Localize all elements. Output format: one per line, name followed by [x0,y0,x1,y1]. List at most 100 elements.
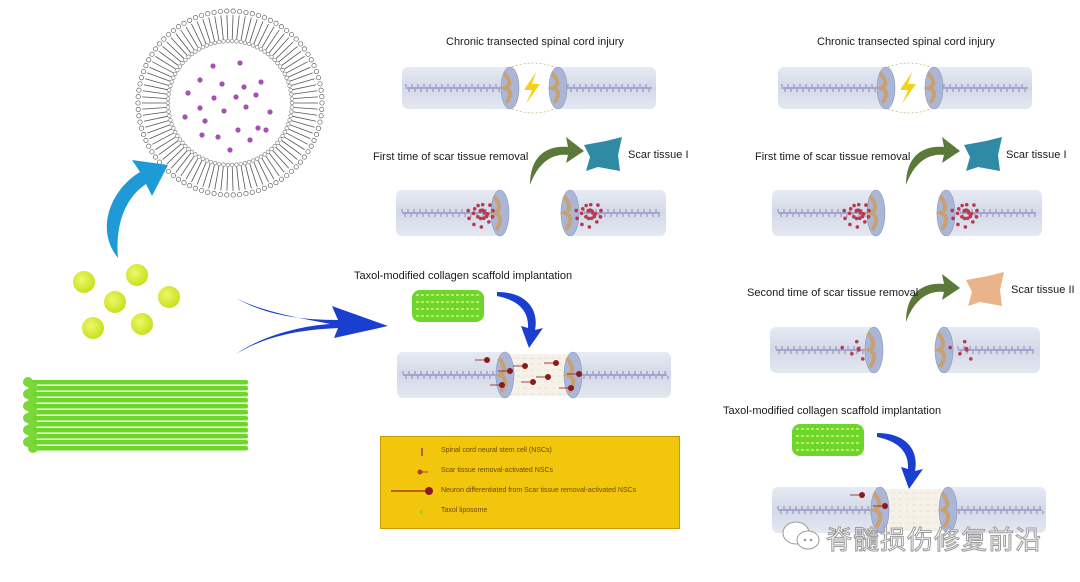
activated-nsc [574,208,579,213]
lipid-head [278,64,283,69]
lipid-tail [152,132,174,145]
middle-panel [396,62,671,399]
lipid-head [243,191,249,197]
drug-molecule [199,132,205,138]
activated-nsc [579,211,584,216]
fiber-end [28,443,38,453]
lipid-tail [265,155,280,177]
lipid-head [305,51,311,57]
lipid-tail [162,46,182,63]
taxol-liposome-icon [419,510,423,514]
activated-nsc [481,216,486,221]
lipid-head [208,159,213,165]
lipid-tail [142,96,167,99]
activated-nsc [472,206,477,211]
lipid-tail [286,61,308,74]
neuron [576,371,582,377]
lipid-tail [261,26,275,48]
neuron [545,374,551,380]
lipid-head [166,105,171,110]
lipid-head [288,113,293,118]
lipid-head [266,52,271,57]
lipid-head [249,11,255,17]
lipid-head [247,159,252,165]
right-removal1-label: First time of scar tissue removal [755,151,911,163]
lipid-head [318,113,324,119]
collagen-fiber [30,416,248,421]
lipid-tail [272,37,290,56]
lipid-head [221,39,226,44]
lipid-head [301,154,307,160]
lipid-head [315,75,321,81]
middle-title: Chronic transected spinal cord injury [446,36,624,48]
activated-nsc [972,203,976,207]
lipid-head [238,39,243,45]
activated-nsc [850,351,854,356]
lipid-head [230,192,236,198]
collagen-scaffold-bundle [23,377,248,453]
activated-nsc [595,220,599,224]
lipid-head [170,172,176,179]
lipid-tail [180,155,195,177]
lipid-tail [175,33,191,53]
activated-nsc [950,208,955,213]
activated-nsc [964,202,969,207]
scar-tissue-piece [966,272,1004,306]
activated-nsc [480,202,485,207]
mini-scaffold [792,424,864,456]
lipid-head [286,79,291,84]
lipid-tail [166,147,185,165]
lipid-tail [293,90,318,95]
lipid-head [319,94,325,100]
lipid-head [135,100,141,106]
lipid-head [204,158,209,163]
activated-nsc [962,339,967,344]
lipid-head [166,92,171,97]
particle [131,313,153,335]
lipid-head [311,63,317,69]
lipid-head [153,154,159,160]
middle-removal-label: First time of scar tissue removal [373,151,529,163]
lipid-head [136,113,142,119]
lipid-tail [208,17,215,41]
neuron [522,363,528,369]
drug-molecule [221,108,227,114]
activated-nsc [580,206,585,211]
activated-nsc [466,208,471,213]
lipid-head [267,183,273,189]
lipid-head [284,172,290,179]
lipid-tail [292,115,317,122]
activated-nsc [584,214,588,219]
collagen-fiber [30,440,248,445]
lipid-tail [149,128,172,140]
lipid-tail [231,15,234,40]
drug-molecule [237,60,243,66]
scar-tissue-glial [559,194,573,232]
activated-nsc [856,346,861,351]
lipid-head [199,187,205,194]
lipid-tail [220,15,224,40]
lipid-head [137,119,143,125]
drug-molecule [263,127,269,133]
lipid-tail [226,15,229,40]
lipid-head [196,154,202,159]
lipid-head [143,63,149,69]
activated-nsc [848,222,852,227]
activated-nsc-icon [417,469,428,475]
neuron [499,382,505,388]
activated-nsc [471,211,476,216]
lipid-head [261,15,268,21]
drug-molecule [241,84,247,90]
lipid-head [275,61,280,66]
drug-molecule [267,109,273,115]
lipid-tail [292,84,317,91]
lipid-head [238,161,243,167]
right-scar1-label: Scar tissue I [1006,149,1067,161]
activated-nsc [488,203,492,207]
activated-nsc [975,208,979,213]
lipid-tail [143,84,168,91]
activated-nsc [467,216,471,221]
lipid-head [305,149,311,155]
activated-nsc [599,208,603,213]
lipid-tail [147,72,170,82]
